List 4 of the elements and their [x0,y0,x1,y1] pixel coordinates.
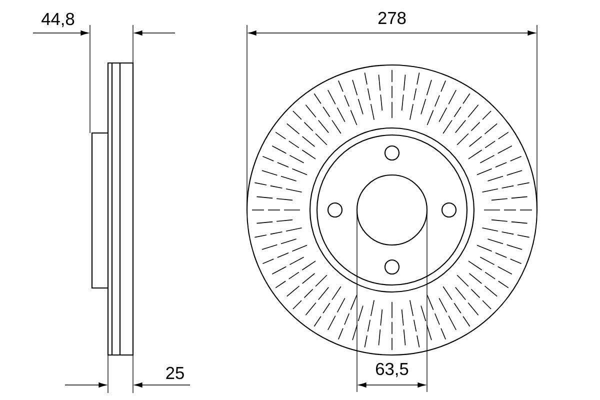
dimension-label: 63,5 [376,362,408,378]
dimension-label: 44,8 [42,12,74,28]
dimension-label: 278 [378,12,406,24]
dimension-label: 25 [166,366,184,380]
